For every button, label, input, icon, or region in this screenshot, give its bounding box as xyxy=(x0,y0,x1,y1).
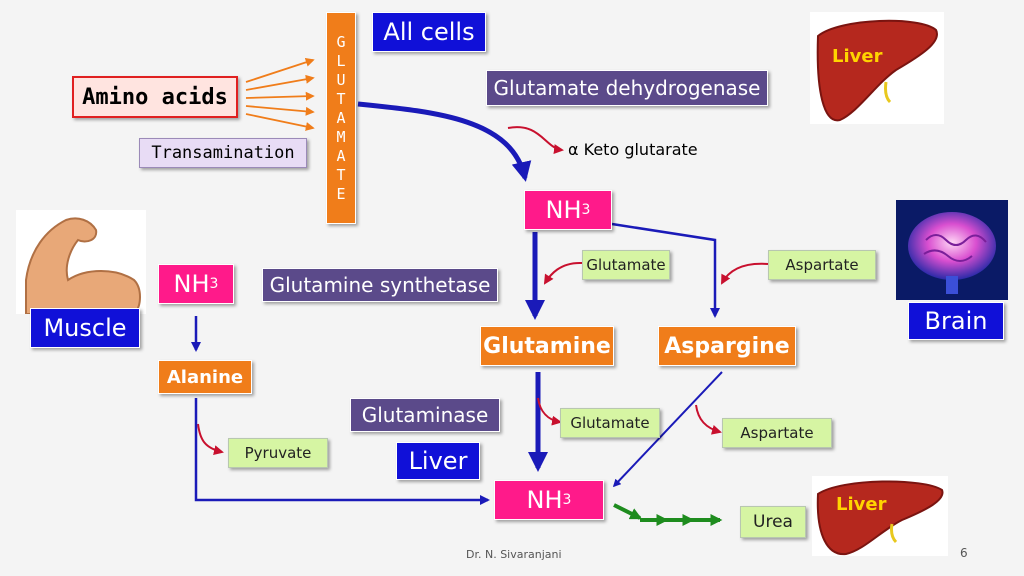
transamination-label: Transamination xyxy=(151,143,295,163)
all-cells-box: All cells xyxy=(372,12,486,52)
liver-icon xyxy=(816,480,944,556)
urea-box: Urea xyxy=(740,506,806,538)
pyruvate-box: Pyruvate xyxy=(228,438,328,468)
glutamate-dehydrogenase-label: Glutamate dehydrogenase xyxy=(493,76,761,100)
deamination-arrow xyxy=(357,101,532,182)
muscle-image xyxy=(16,210,146,314)
glutamine-synthetase-box: Glutamine synthetase xyxy=(262,268,498,302)
glutamate-box-2: Glutamate xyxy=(560,408,660,438)
alanine-box: Alanine xyxy=(158,360,252,394)
alanine-to-nh3-arrow xyxy=(194,398,490,505)
keto-glutarate-arrow xyxy=(507,126,564,155)
alpha-keto-glutarate-text: α Keto glutarate xyxy=(568,140,698,159)
transamination-arrows xyxy=(245,57,315,131)
muscle-box: Muscle xyxy=(30,308,140,348)
brain-image xyxy=(896,200,1008,300)
liver-top-image: Liver xyxy=(810,12,944,124)
glutaminase-box: Glutaminase xyxy=(350,398,500,432)
nh3-to-aspargine-arrow xyxy=(611,222,720,318)
glutamate-box-1: Glutamate xyxy=(582,250,670,280)
aspartate-box-1: Aspartate xyxy=(768,250,876,280)
amino-acids-box: Amino acids xyxy=(72,76,238,118)
aspargine-to-nh3-arrow xyxy=(612,371,723,488)
glutamate-dehydrogenase-box: Glutamate dehydrogenase xyxy=(486,70,768,106)
liver-box: Liver xyxy=(396,442,480,480)
liver-bottom-image: Liver xyxy=(812,476,948,556)
pyruvate-arrow xyxy=(197,423,224,456)
aspargine-box: Aspargine xyxy=(658,326,796,366)
liver-top-label: Liver xyxy=(832,46,883,67)
all-cells-label: All cells xyxy=(383,18,475,46)
liver-icon xyxy=(816,19,938,122)
amino-acids-label: Amino acids xyxy=(82,84,228,110)
glutamate-out-arrow xyxy=(537,397,562,426)
glutamate-vertical-box: GLUTAMATE xyxy=(326,12,356,224)
glutamate-in-arrow xyxy=(543,261,583,285)
brain-box: Brain xyxy=(908,302,1004,340)
arm-icon xyxy=(25,217,141,314)
footer-author: Dr. N. Sivaranjani xyxy=(466,548,562,561)
aspartate-in-arrow xyxy=(721,262,769,285)
aspartate-out-arrow xyxy=(695,404,722,435)
transamination-box: Transamination xyxy=(139,138,307,168)
liver-bottom-label: Liver xyxy=(836,494,887,515)
glutamate-vertical-label: GLUTAMATE xyxy=(332,32,350,204)
brain-icon xyxy=(908,212,996,294)
urea-arrows xyxy=(613,503,723,526)
aspartate-box-2: Aspartate xyxy=(722,418,832,448)
glutamine-box: Glutamine xyxy=(480,326,614,366)
page-number: 6 xyxy=(960,546,968,560)
